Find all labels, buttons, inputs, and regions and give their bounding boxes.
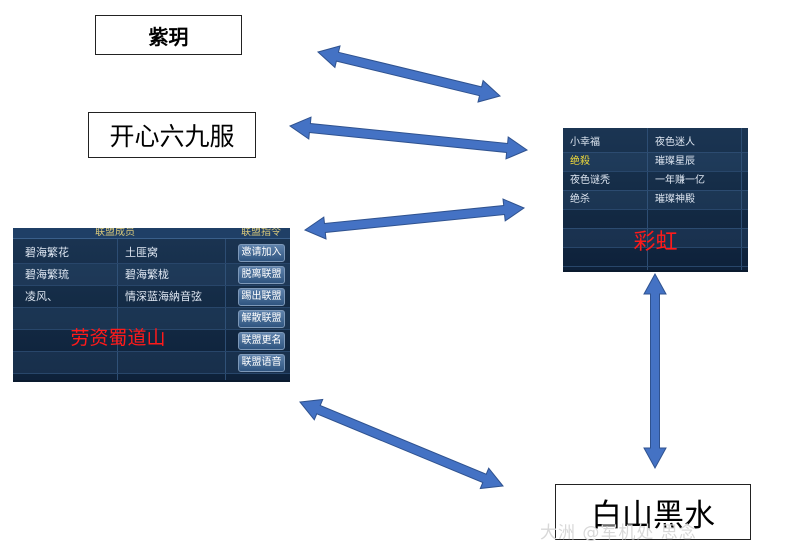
member-name: 璀璨星辰 (655, 156, 695, 167)
member-row: 绝杀 璀璨神殿 (563, 190, 748, 210)
panel-header: 联盟成员 联盟指令 (13, 228, 290, 239)
member-name: 夜色迷人 (655, 137, 695, 148)
node-baishan: 白山黑水 (555, 484, 751, 540)
kick-member-button[interactable]: 踢出联盟 (238, 288, 285, 306)
alliance-voice-button[interactable]: 联盟语音 (238, 354, 285, 372)
member-row: 小幸福 夜色迷人 (563, 133, 748, 153)
arrow-zimoon-rainbow (316, 45, 502, 103)
member-row (13, 330, 290, 352)
watermark: 大洲 @军机处 思念 (540, 523, 697, 543)
member-name: 璀璨神殿 (655, 194, 695, 205)
arrow-league-baishan (299, 398, 504, 490)
member-row: 凌风、 情深蓝海納音弦 (13, 286, 290, 308)
header-commands-label: 联盟指令 (241, 228, 281, 238)
member-name: 碧海繁琉 (25, 268, 69, 281)
leave-alliance-button[interactable]: 脱离联盟 (238, 266, 285, 284)
disband-alliance-button[interactable]: 解散联盟 (238, 310, 285, 328)
panel-caption: 彩虹 (633, 230, 678, 255)
column-divider (741, 128, 742, 270)
column-divider (225, 239, 226, 380)
member-row: 碧海繁琉 碧海繁栊 (13, 264, 290, 286)
member-name: 土匪窝 (125, 246, 158, 259)
member-name: 绝杀 (570, 194, 590, 205)
member-row: 夜色谜秃 一年赚一亿 (563, 171, 748, 191)
member-name: 夜色谜秃 (570, 175, 610, 186)
member-row (563, 247, 748, 267)
arrow-rainbow-baishan (643, 272, 667, 470)
node-zimoon: 紫玥 (95, 15, 242, 55)
member-row: 碧海繁花 土匪窝 (13, 242, 290, 264)
node-happy69: 开心六九服 (88, 112, 256, 158)
member-name: 碧海繁栊 (125, 268, 169, 281)
member-row (563, 228, 748, 248)
column-divider (117, 239, 118, 380)
member-row (13, 352, 290, 374)
member-name: 绝殺 (570, 156, 590, 167)
arrow-league-rainbow (303, 198, 526, 240)
member-name: 碧海繁花 (25, 246, 69, 259)
panel-caption: 劳资蜀道山 (70, 327, 166, 349)
member-row (563, 209, 748, 229)
member-row (13, 308, 290, 330)
member-name: 凌风、 (25, 290, 58, 303)
invite-join-button[interactable]: 邀请加入 (238, 244, 285, 262)
member-row: 绝殺 璀璨星辰 (563, 152, 748, 172)
league-panel: 联盟成员 联盟指令 碧海繁花 土匪窝 碧海繁琉 碧海繁栊 凌风、 情深蓝海納音弦… (13, 228, 290, 382)
column-divider (647, 128, 648, 270)
header-members-label: 联盟成员 (95, 228, 135, 238)
member-name: 情深蓝海納音弦 (125, 290, 202, 303)
member-name: 一年赚一亿 (655, 175, 705, 186)
arrow-happy69-rainbow (288, 116, 529, 160)
rainbow-panel: 小幸福 夜色迷人 绝殺 璀璨星辰 夜色谜秃 一年赚一亿 绝杀 璀璨神殿 彩虹 (563, 128, 748, 272)
rename-alliance-button[interactable]: 联盟更名 (238, 332, 285, 350)
member-name: 小幸福 (570, 137, 600, 148)
